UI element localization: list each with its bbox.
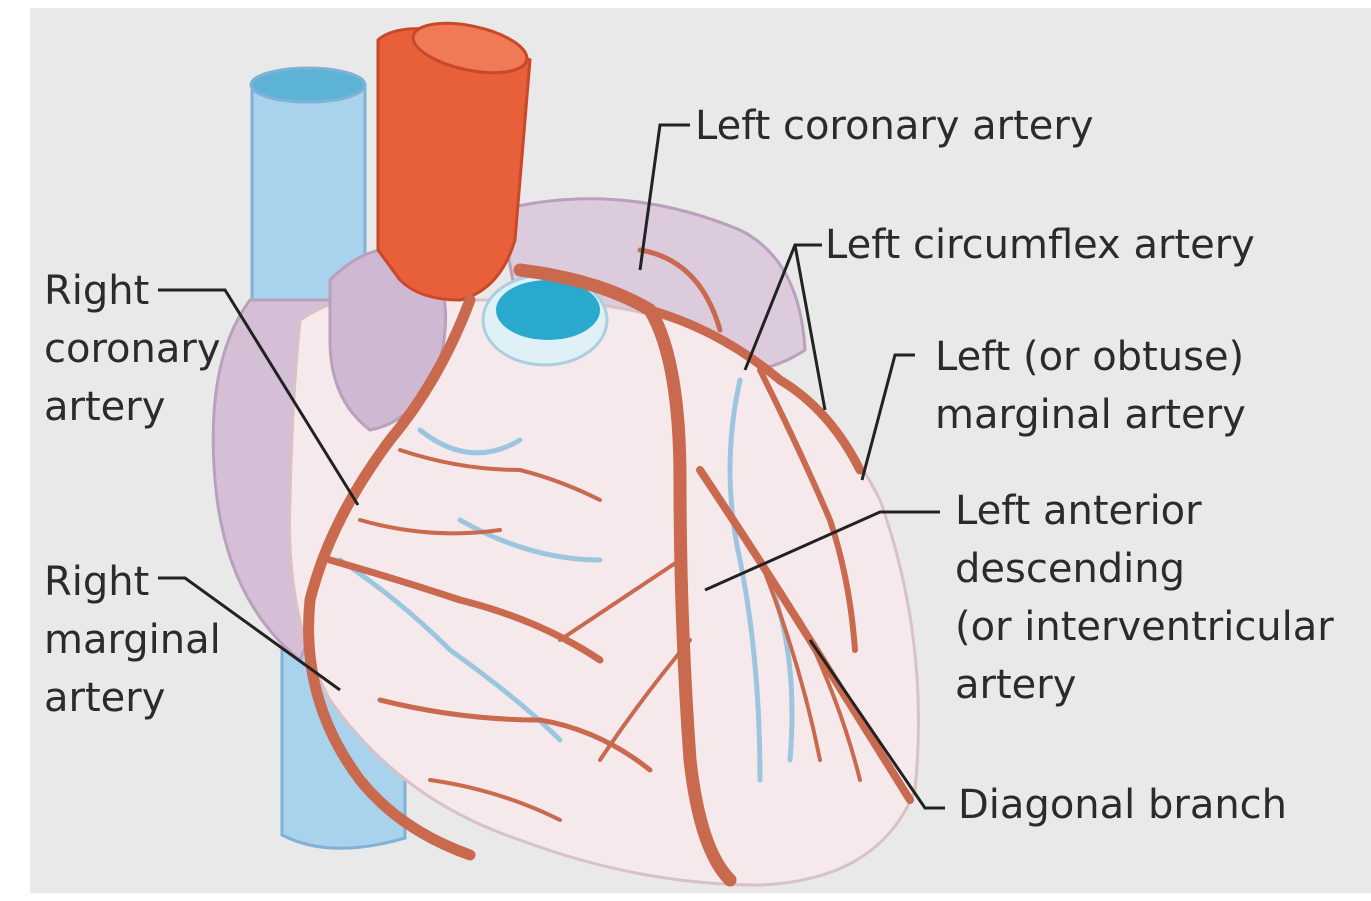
label-lad-line1: Left anterior xyxy=(955,482,1334,540)
label-left-obtuse-line2: marginal artery xyxy=(935,386,1246,444)
label-lad-line4: artery xyxy=(955,656,1334,714)
label-right-marginal-artery: Right marginal artery xyxy=(44,553,221,727)
label-right-marginal-line2: marginal xyxy=(44,611,221,669)
label-left-obtuse-line1: Left (or obtuse) xyxy=(935,328,1246,386)
superior-vena-cava-opening xyxy=(251,68,365,102)
label-diagonal-branch: Diagonal branch xyxy=(958,776,1287,834)
label-right-coronary-line2: coronary xyxy=(44,320,220,378)
label-right-coronary-line3: artery xyxy=(44,378,220,436)
label-left-circumflex-artery: Left circumflex artery xyxy=(825,216,1255,274)
label-diagonal-text: Diagonal branch xyxy=(958,776,1287,834)
label-right-coronary-artery: Right coronary artery xyxy=(44,262,220,436)
label-lad-line2: descending xyxy=(955,540,1334,598)
label-lad-line3: (or interventricular xyxy=(955,598,1334,656)
label-left-coronary-artery: Left coronary artery xyxy=(695,97,1094,155)
label-right-marginal-line3: artery xyxy=(44,669,221,727)
leader-left-obtuse xyxy=(862,355,915,480)
label-right-marginal-line1: Right xyxy=(44,553,221,611)
label-left-anterior-descending: Left anterior descending (or interventri… xyxy=(955,482,1334,714)
label-left-obtuse-marginal-artery: Left (or obtuse) marginal artery xyxy=(935,328,1246,444)
label-right-coronary-line1: Right xyxy=(44,262,220,320)
label-left-circumflex-text: Left circumflex artery xyxy=(825,216,1255,274)
label-left-coronary-text: Left coronary artery xyxy=(695,97,1094,155)
